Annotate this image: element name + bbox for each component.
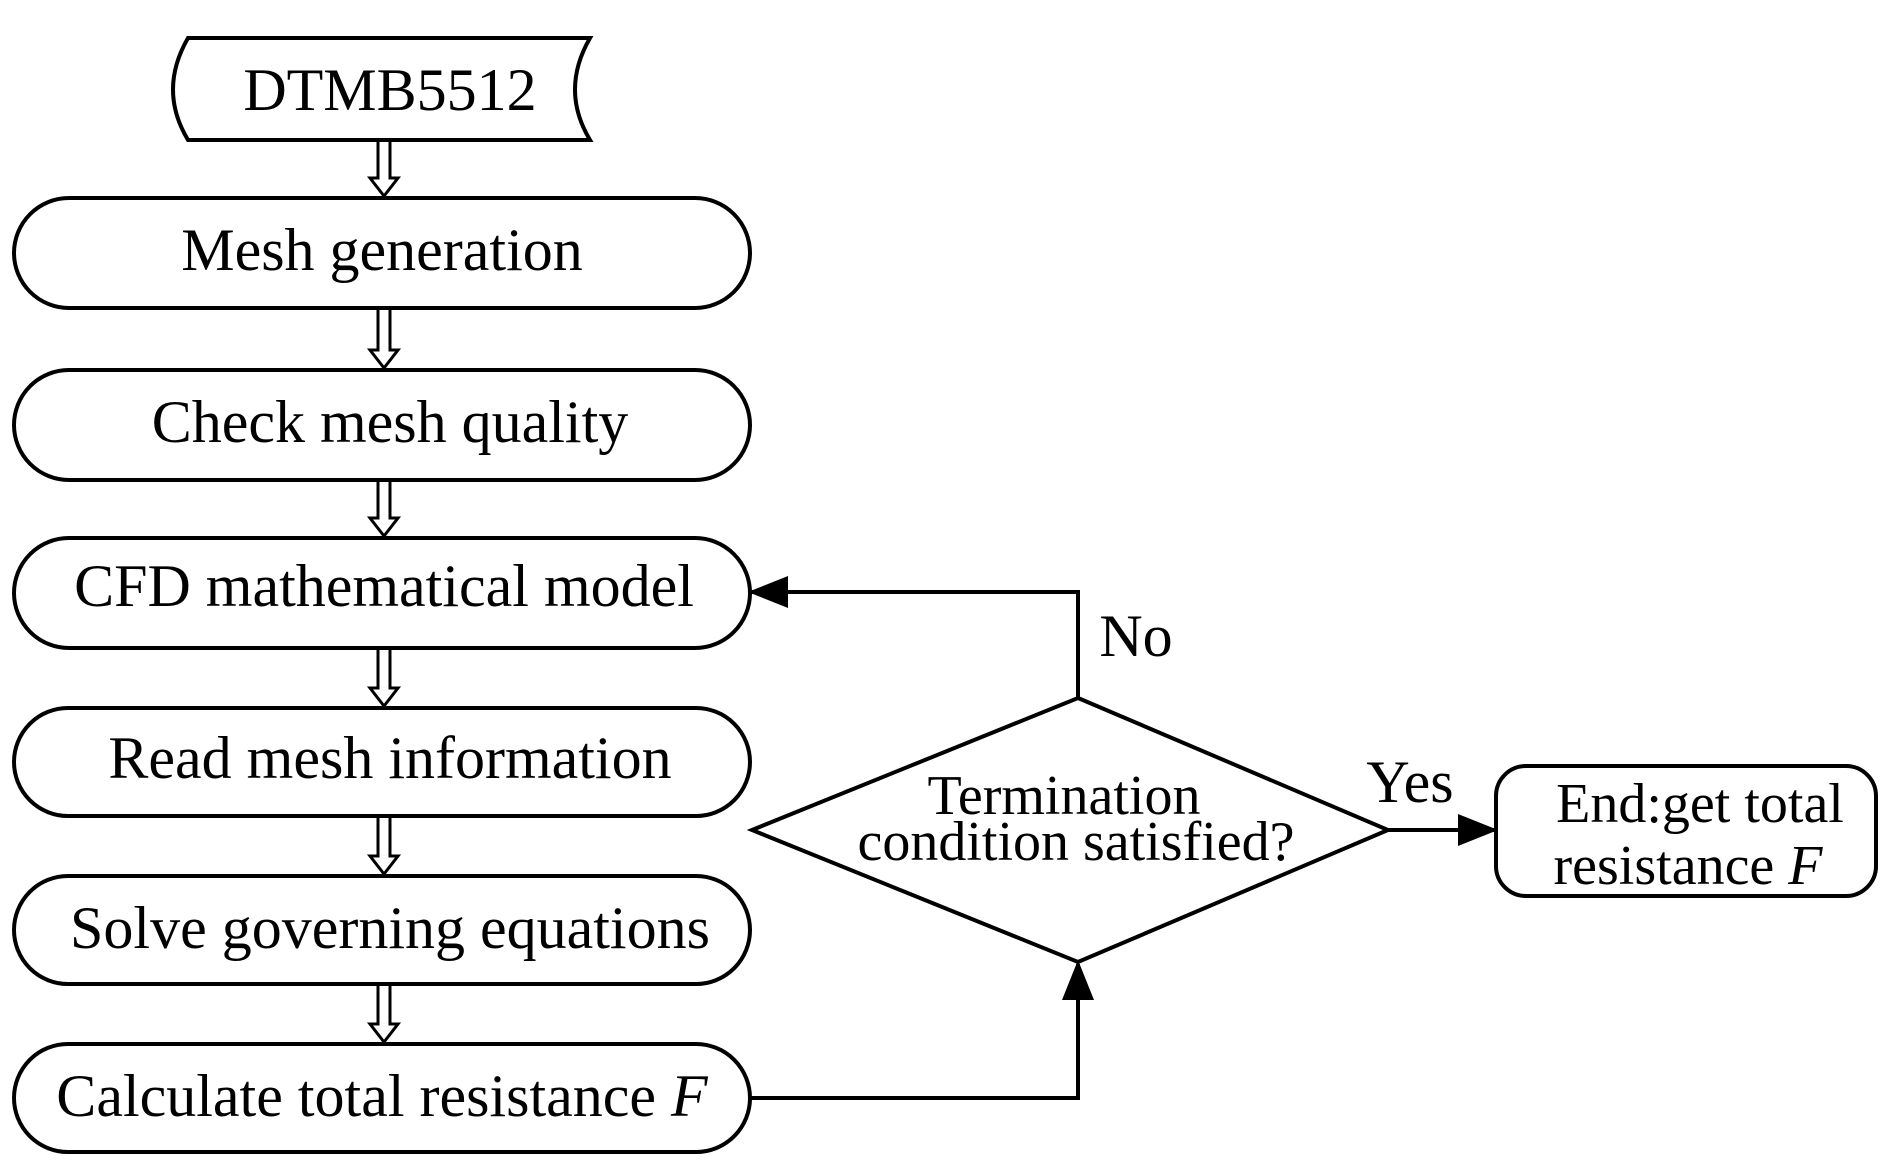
step-calc-resistance: Calculate total resistance F bbox=[12, 1042, 752, 1154]
edge-decision-no: No bbox=[748, 576, 1173, 698]
decision-label-line2: condition satisfied? bbox=[857, 811, 1294, 873]
step-label: Mesh generation bbox=[181, 217, 583, 283]
decision-node: Termination condition satisfied? bbox=[746, 695, 1394, 965]
step-label: CFD mathematical model bbox=[74, 553, 694, 619]
decision-label-line1: Termination bbox=[928, 765, 1201, 827]
edge-label-yes: Yes bbox=[1366, 749, 1453, 815]
edge-decision-yes: Yes bbox=[1366, 749, 1498, 846]
step-label: Calculate total resistance F bbox=[56, 1063, 709, 1129]
end-node: End:get total resistance F bbox=[1494, 764, 1878, 898]
edge-calc-to-decision bbox=[750, 960, 1094, 1100]
hollow-arrow bbox=[366, 308, 402, 371]
step-solve-equations: Solve governing equations bbox=[12, 874, 752, 986]
start-node: DTMB5512 bbox=[171, 36, 594, 142]
hollow-arrow bbox=[366, 984, 402, 1045]
end-label-line2: resistance F bbox=[1554, 835, 1824, 897]
start-label: DTMB5512 bbox=[243, 57, 536, 123]
edge-label-no: No bbox=[1099, 603, 1172, 669]
hollow-arrow bbox=[366, 648, 402, 709]
end-label-line1: End:get total bbox=[1556, 773, 1844, 835]
step-label: Check mesh quality bbox=[152, 389, 629, 455]
step-label: Solve governing equations bbox=[70, 895, 710, 961]
step-mesh-generation: Mesh generation bbox=[12, 196, 752, 310]
hollow-arrow bbox=[366, 480, 402, 539]
hollow-arrow bbox=[366, 140, 402, 199]
step-label: Read mesh information bbox=[108, 725, 671, 791]
step-read-mesh: Read mesh information bbox=[12, 706, 752, 818]
step-check-mesh-quality: Check mesh quality bbox=[12, 368, 752, 482]
hollow-arrow bbox=[366, 816, 402, 877]
step-cfd-model: CFD mathematical model bbox=[12, 536, 752, 650]
